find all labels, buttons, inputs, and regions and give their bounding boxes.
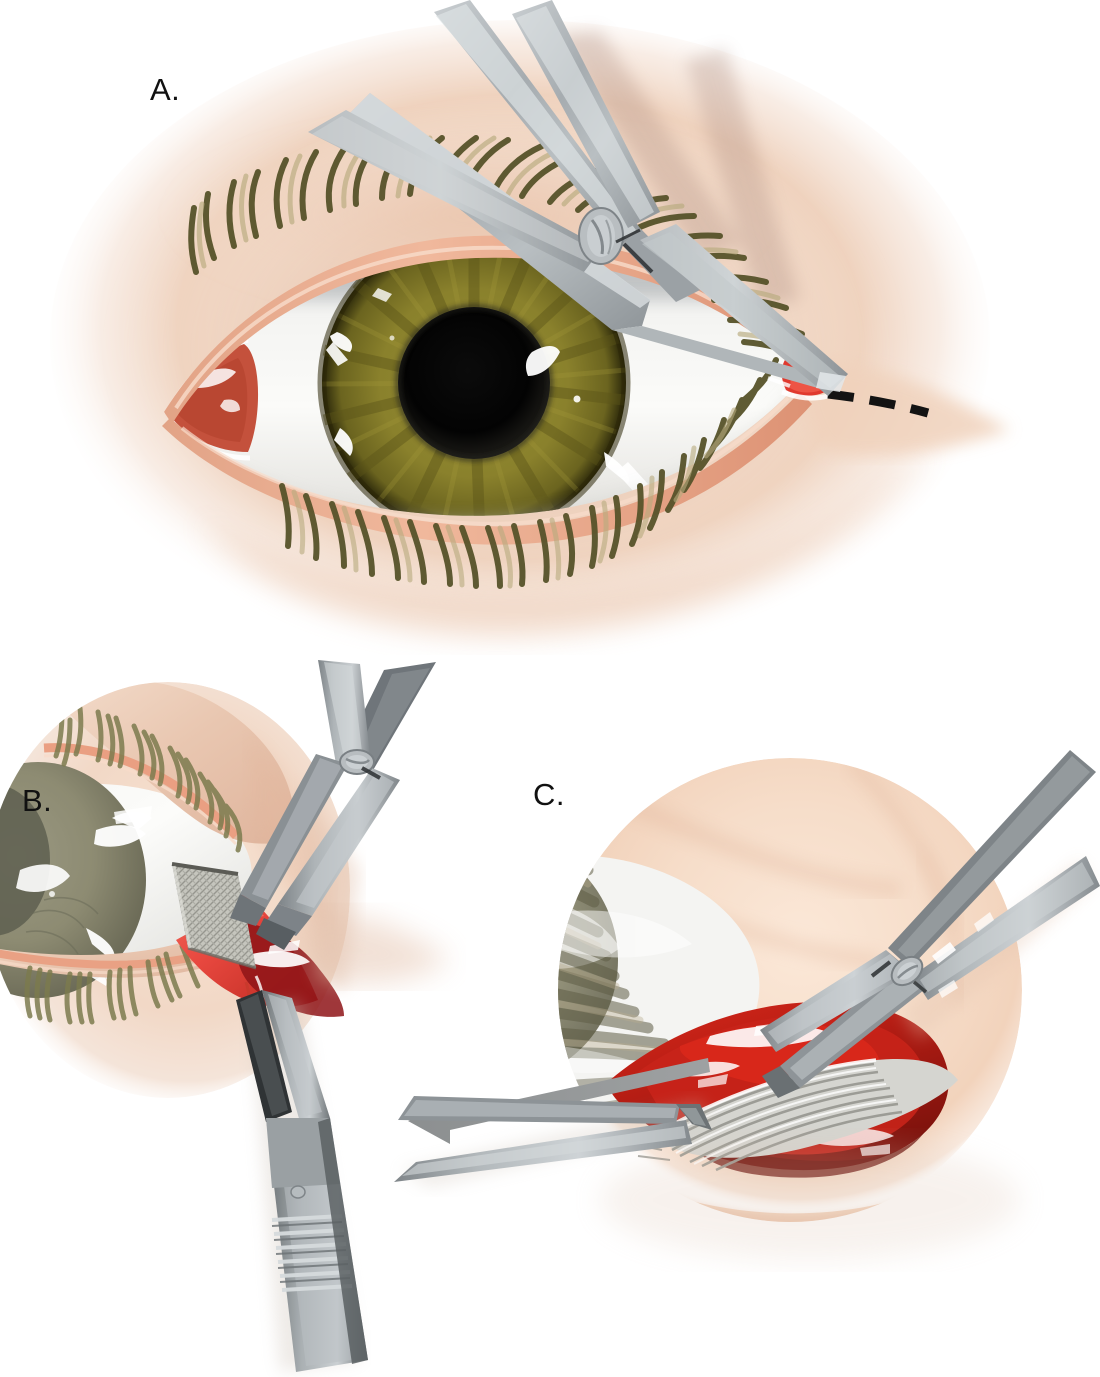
incision-dashed-line bbox=[827, 389, 930, 418]
scissors-pivot-screw bbox=[578, 207, 624, 265]
scissors-tip-highlight bbox=[816, 372, 846, 392]
pupil bbox=[398, 307, 550, 459]
lower-lashes-pale bbox=[291, 407, 737, 589]
panel-a: A. bbox=[50, 0, 1010, 660]
forceps-b-grip-ribs bbox=[271, 1214, 353, 1292]
panel-c-art bbox=[394, 750, 1100, 1260]
panel-b-upper-lid bbox=[52, 682, 294, 844]
iris bbox=[317, 242, 631, 516]
forceps-b-pin bbox=[290, 1185, 306, 1199]
scissors-handles[interactable] bbox=[308, 0, 660, 272]
panel-b-label: B. bbox=[22, 783, 53, 818]
scissor-shadow-group bbox=[556, 30, 800, 306]
panel-c-disc-shadow bbox=[600, 1140, 1020, 1260]
temple-contour bbox=[800, 360, 1010, 456]
panel-c: C. bbox=[380, 700, 1100, 1300]
scissors-instrument-c[interactable] bbox=[760, 750, 1100, 1098]
forceps-instrument-c[interactable] bbox=[394, 1096, 712, 1188]
panel-b-art bbox=[0, 660, 450, 1372]
panel-a-label: A. bbox=[150, 72, 181, 107]
scissors-instrument-a[interactable] bbox=[308, 0, 848, 396]
panel-b: B. bbox=[0, 660, 470, 1377]
panel-a-art bbox=[50, 0, 1010, 660]
scissors-c-pivot-screw bbox=[890, 955, 924, 987]
scissors-edges bbox=[615, 228, 654, 274]
scissors-blade-upper bbox=[434, 0, 848, 396]
scissors-instrument-b[interactable] bbox=[230, 660, 436, 990]
lateral-canthal-tendon-band bbox=[171, 862, 257, 970]
scissors-b-tip bbox=[256, 918, 296, 950]
panel-b-upper-lashes bbox=[53, 705, 243, 853]
forceps-instrument-b[interactable] bbox=[236, 990, 368, 1372]
corneal-highlight bbox=[525, 346, 560, 376]
panel-c-label: C. bbox=[533, 777, 565, 812]
lower-orbital-shadow bbox=[200, 448, 930, 636]
